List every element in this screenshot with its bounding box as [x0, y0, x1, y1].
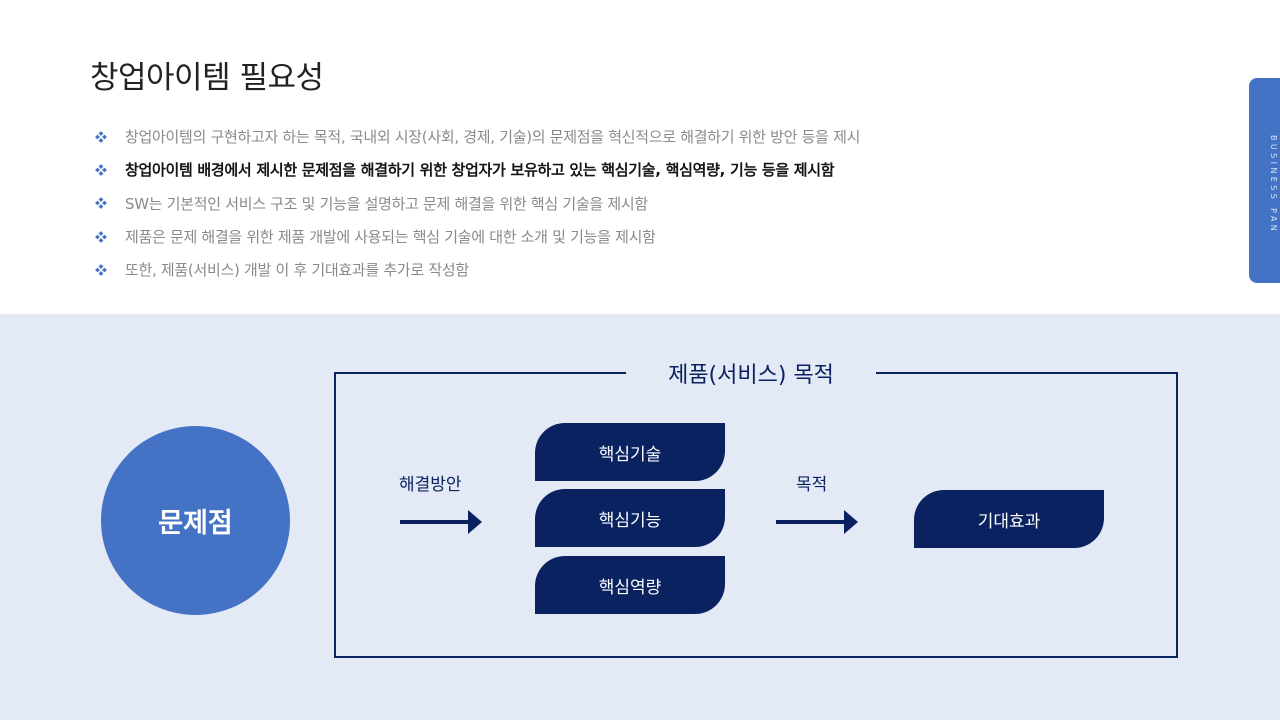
diamond-bullet-icon: [95, 164, 107, 176]
frame-title: 제품(서비스) 목적: [626, 354, 876, 392]
arrow-right-icon: [776, 510, 858, 534]
page-title: 창업아이템 필요성: [90, 60, 324, 96]
bullet-item-emphasis: 창업아이템 배경에서 제시한 문제점을 해결하기 위한 창업자가 보유하고 있는…: [95, 153, 860, 186]
bullet-item: SW는 기본적인 서비스 구조 및 기능을 설명하고 문제 해결을 위한 핵심 …: [95, 187, 860, 220]
problem-circle: 문제점: [101, 426, 290, 615]
core-capability-box: 핵심역량: [535, 556, 725, 614]
arrow-right-icon: [400, 510, 482, 534]
bullet-text: 창업아이템의 구현하고자 하는 목적, 국내외 시장(사회, 경제, 기술)의 …: [125, 128, 861, 147]
bullet-text: SW는 기본적인 서비스 구조 및 기능을 설명하고 문제 해결을 위한 핵심 …: [125, 194, 648, 213]
bullet-list: 창업아이템의 구현하고자 하는 목적, 국내외 시장(사회, 경제, 기술)의 …: [95, 120, 860, 286]
diamond-bullet-icon: [95, 263, 107, 276]
bullet-item: 제품은 문제 해결을 위한 제품 개발에 사용되는 핵심 기술에 대한 소개 및…: [95, 220, 860, 253]
core-function-box: 핵심기능: [535, 489, 725, 547]
bullet-text: 제품은 문제 해결을 위한 제품 개발에 사용되는 핵심 기술에 대한 소개 및…: [125, 228, 656, 247]
bullet-text: 또한, 제품(서비스) 개발 이 후 기대효과를 추가로 작성함: [125, 261, 469, 280]
diamond-bullet-icon: [95, 197, 107, 210]
expected-effect-box: 기대효과: [914, 490, 1104, 548]
core-technology-box: 핵심기술: [535, 423, 725, 481]
diamond-bullet-icon: [95, 130, 107, 143]
side-tab-label: BUSINESS PAN: [1269, 135, 1278, 235]
bullet-text: 창업아이템 배경에서 제시한 문제점을 해결하기 위한 창업자가 보유하고 있는…: [125, 161, 835, 180]
side-tab: BUSINESS PAN: [1249, 78, 1280, 283]
solution-label: 해결방안: [399, 475, 462, 495]
bullet-item: 창업아이템의 구현하고자 하는 목적, 국내외 시장(사회, 경제, 기술)의 …: [95, 120, 860, 153]
diamond-bullet-icon: [95, 230, 107, 243]
bullet-item: 또한, 제품(서비스) 개발 이 후 기대효과를 추가로 작성함: [95, 253, 860, 286]
purpose-label: 목적: [796, 475, 828, 495]
